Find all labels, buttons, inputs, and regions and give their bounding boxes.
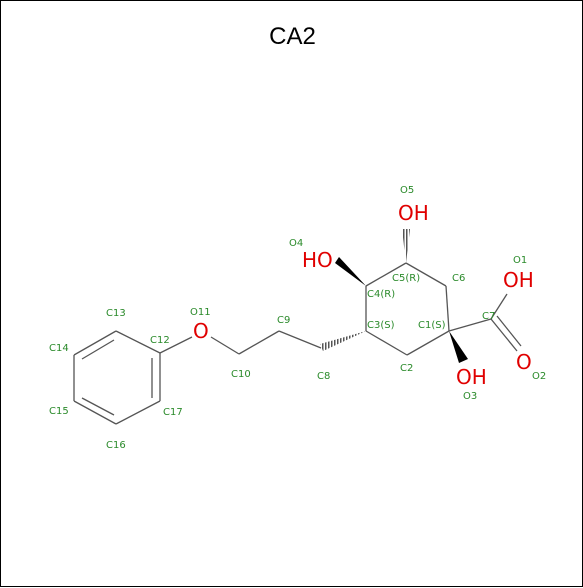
label-c3: C3(S)	[367, 320, 395, 331]
label-c7: C7	[482, 311, 495, 322]
bond-c3-c8-hashed	[320, 331, 366, 351]
bond-c10-o11	[210, 336, 240, 355]
label-c9: C9	[277, 315, 290, 326]
label-c6: C6	[452, 273, 465, 284]
label-o4: O4	[289, 238, 303, 249]
label-c4: C4(R)	[367, 289, 395, 300]
label-c17: C17	[163, 407, 183, 418]
bond-aromatic-inner-2	[81, 397, 115, 416]
bond-c8-c9	[278, 330, 322, 349]
label-c10: C10	[231, 369, 251, 380]
bond-c16-c17	[115, 400, 161, 425]
bond-c1-c2	[406, 330, 450, 356]
atom-o4-ho: HO	[302, 248, 333, 272]
bond-c5-c6	[405, 262, 447, 287]
bond-c5-o5-hashed	[402, 229, 410, 263]
bond-c7-o2-b	[496, 315, 522, 347]
atom-o2: O	[516, 350, 532, 374]
label-o5: O5	[400, 185, 414, 196]
bond-c6-c1	[445, 285, 450, 332]
atom-o5-oh: OH	[398, 201, 429, 225]
label-c1: C1(S)	[418, 320, 446, 331]
atom-o11: O	[193, 319, 209, 343]
bond-c13-c14	[73, 330, 117, 356]
label-o2: O2	[532, 371, 546, 382]
bond-c4-o4-wedge	[335, 257, 366, 286]
bond-o11-c12	[159, 336, 193, 354]
bond-c7-o1	[490, 293, 508, 320]
bond-c2-c3	[365, 330, 408, 356]
label-c5: C5(R)	[392, 273, 420, 284]
label-c12: C12	[150, 335, 170, 346]
label-c14: C14	[49, 343, 69, 354]
molecule-title: CA2	[269, 23, 316, 50]
atom-o3-oh: OH	[456, 365, 487, 389]
label-o1: O1	[513, 255, 527, 266]
bond-c12-c13	[115, 330, 161, 354]
label-c8: C8	[317, 371, 330, 382]
bond-c15-c16	[73, 400, 117, 425]
label-c13: C13	[106, 308, 126, 319]
label-c15: C15	[49, 406, 69, 417]
bond-c1-c7	[448, 318, 492, 332]
bond-c9-c10	[238, 330, 280, 355]
bond-c4-c5	[365, 262, 407, 287]
atom-o1-oh: OH	[503, 268, 534, 292]
bond-c1-o3-wedge	[449, 331, 468, 363]
bond-c7-o2-a	[490, 318, 518, 352]
label-o3: O3	[463, 391, 477, 402]
label-o11: O11	[190, 307, 211, 318]
label-c2: C2	[400, 363, 413, 374]
label-c16: C16	[106, 440, 126, 451]
bond-aromatic-inner-1	[81, 339, 115, 360]
